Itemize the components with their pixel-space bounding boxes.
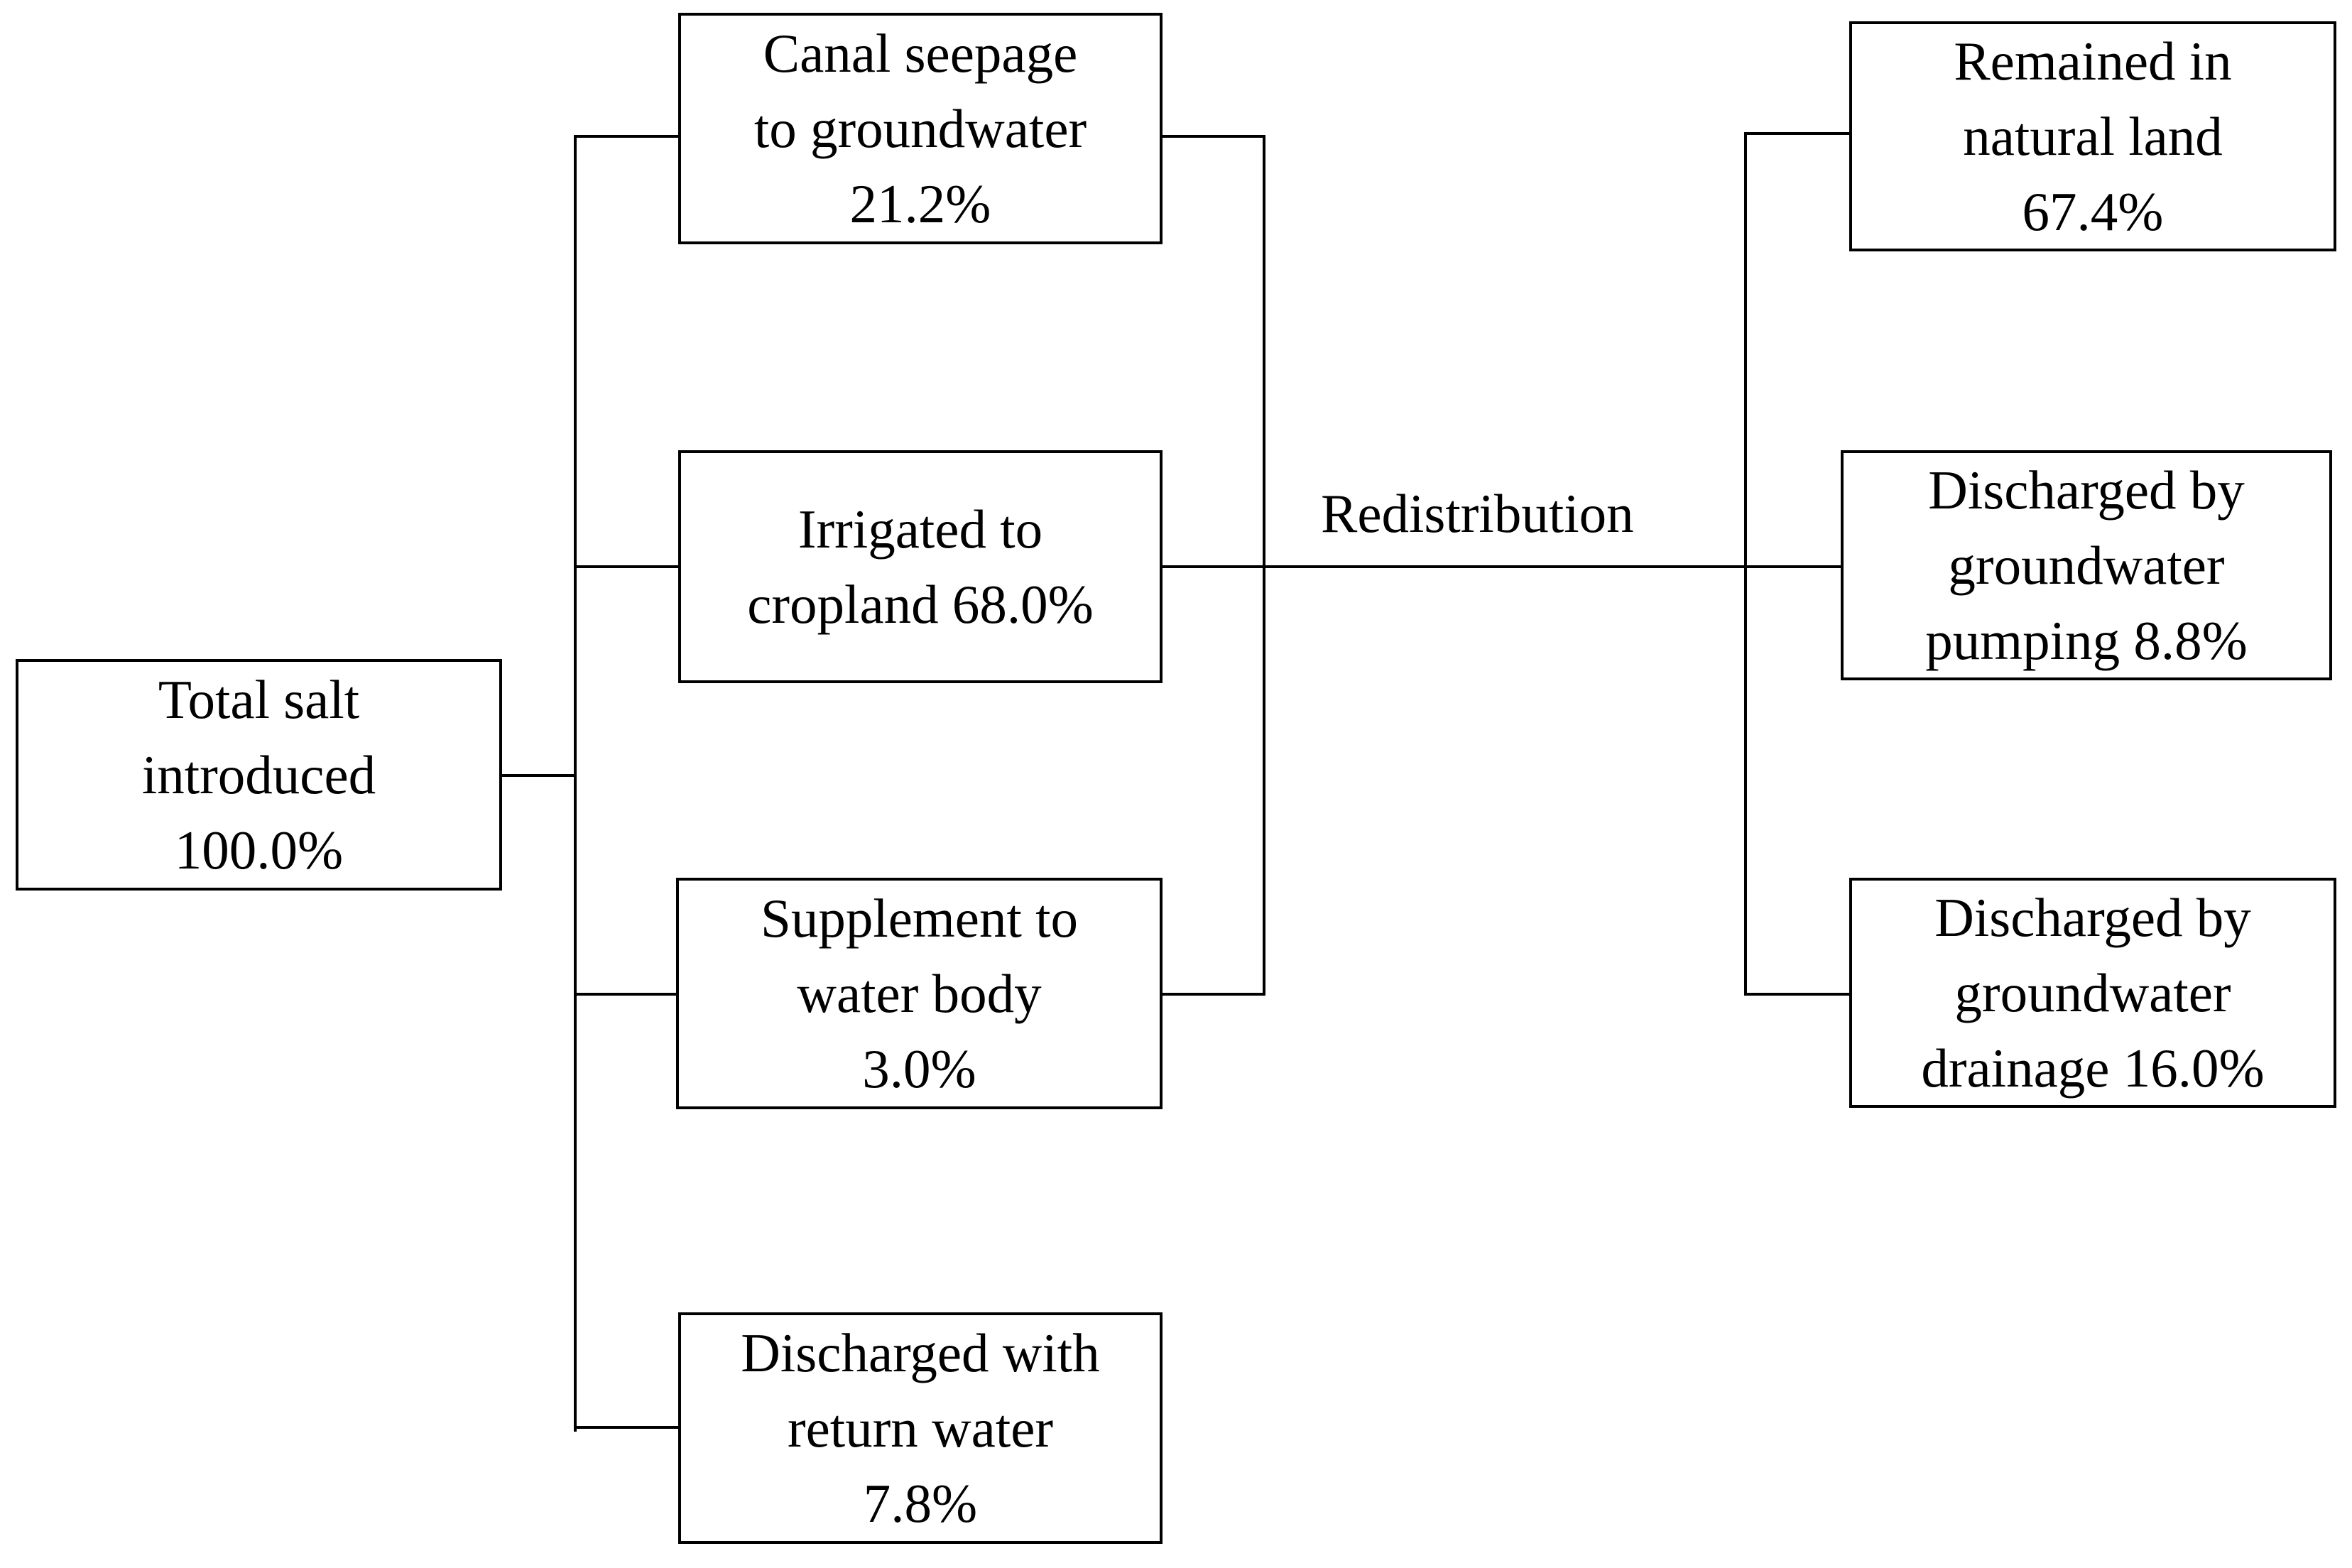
node-supplement-water-body: Supplement to water body 3.0%: [676, 878, 1163, 1109]
node-drainage-line3: drainage 16.0%: [1921, 1038, 2265, 1099]
connector-to-supplement: [574, 993, 679, 996]
redistribution-label: Redistribution: [1321, 483, 1634, 544]
node-return-water: Discharged with return water 7.8%: [678, 1312, 1163, 1544]
connector-to-pumping: [1744, 565, 1850, 568]
node-supplement-line3: 3.0%: [862, 1038, 976, 1099]
node-natural-land-line2: natural land: [1963, 106, 2223, 167]
node-return-water-line1: Discharged with: [741, 1322, 1100, 1383]
node-total-salt-line3: 100.0%: [174, 820, 344, 881]
node-irrigated-cropland-line2: cropland 68.0%: [747, 574, 1094, 635]
node-canal-seepage-line1: Canal seepage: [763, 23, 1078, 84]
node-pumping-line2: groundwater: [1948, 535, 2225, 596]
node-canal-seepage-line2: to groundwater: [753, 98, 1087, 159]
connector-to-natural-land: [1744, 132, 1852, 135]
node-natural-land-line1: Remained in: [1954, 31, 2232, 92]
node-return-water-line3: 7.8%: [863, 1473, 978, 1534]
connector-to-canal-seepage: [574, 135, 680, 138]
connector-left-spine: [574, 135, 577, 1432]
connector-source-to-spine: [502, 774, 577, 777]
connector-right-spine: [1744, 132, 1747, 996]
connector-to-drainage: [1744, 993, 1852, 996]
connector-to-return-water: [574, 1426, 680, 1429]
node-total-salt: Total salt introduced 100.0%: [16, 659, 502, 891]
connector-canal-to-mid-spine: [1163, 135, 1265, 138]
node-canal-seepage: Canal seepage to groundwater 21.2%: [678, 13, 1163, 244]
node-natural-land: Remained in natural land 67.4%: [1849, 21, 2336, 251]
node-supplement-line2: water body: [797, 963, 1042, 1024]
node-drainage-line2: groundwater: [1954, 962, 2231, 1023]
node-return-water-line2: return water: [787, 1398, 1054, 1459]
node-groundwater-pumping: Discharged by groundwater pumping 8.8%: [1841, 450, 2332, 680]
connector-to-irrigated: [574, 565, 680, 568]
node-total-salt-line1: Total salt: [158, 669, 360, 730]
node-drainage-line1: Discharged by: [1934, 887, 2251, 948]
connector-supplement-to-mid-spine: [1163, 993, 1265, 996]
node-total-salt-line2: introduced: [141, 744, 376, 805]
node-natural-land-line3: 67.4%: [2022, 181, 2164, 242]
node-groundwater-drainage: Discharged by groundwater drainage 16.0%: [1849, 878, 2336, 1108]
node-irrigated-cropland: Irrigated to cropland 68.0%: [678, 450, 1163, 683]
node-pumping-line1: Discharged by: [1928, 459, 2245, 521]
node-irrigated-cropland-line1: Irrigated to: [797, 499, 1043, 560]
node-canal-seepage-line3: 21.2%: [849, 173, 991, 234]
node-supplement-line1: Supplement to: [761, 888, 1078, 949]
node-pumping-line3: pumping 8.8%: [1925, 610, 2248, 671]
connector-redistribution: [1163, 565, 1850, 568]
